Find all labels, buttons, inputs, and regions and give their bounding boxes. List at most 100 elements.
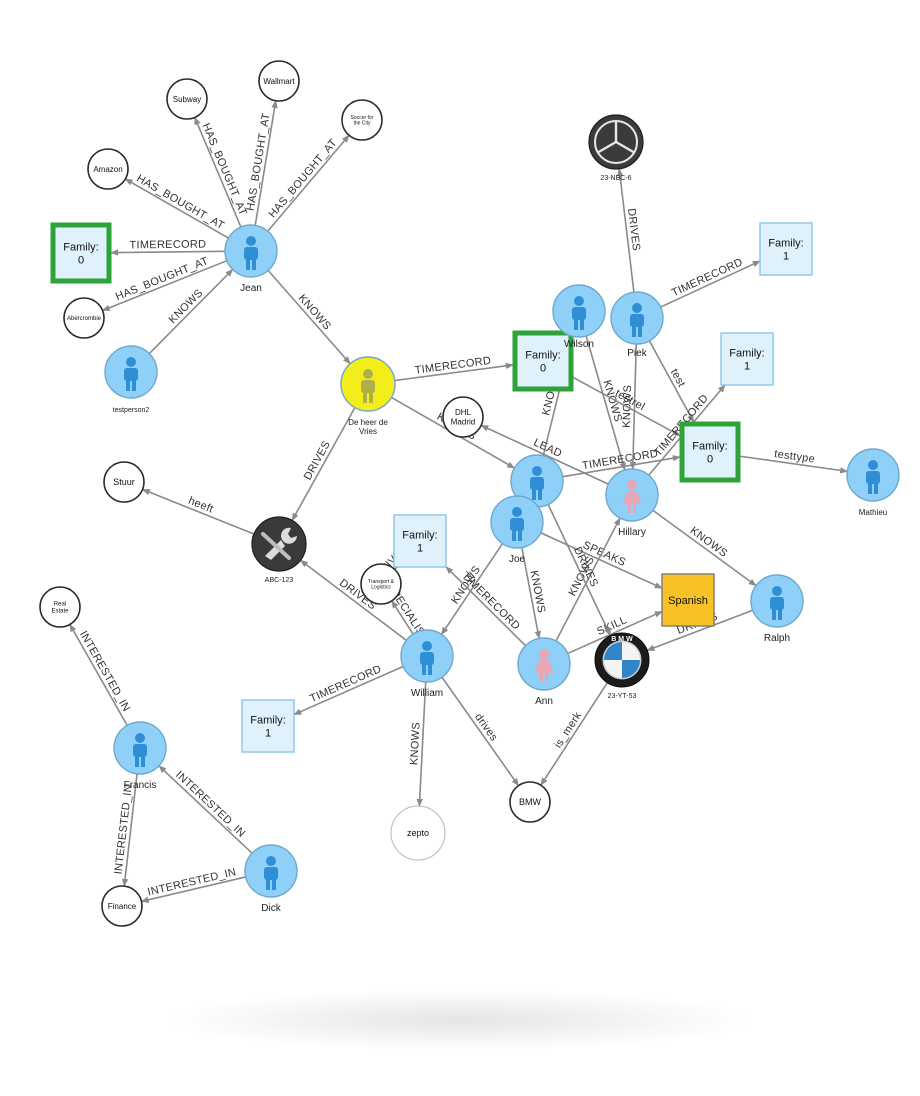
edge-dick-francis[interactable]: INTERESTED_IN <box>158 765 253 854</box>
node-label: Piek <box>627 348 647 359</box>
edge-william-fam_w[interactable]: TIMERECORD <box>293 663 404 716</box>
node-fam_r[interactable]: Family:1 <box>720 332 774 386</box>
edge-dick-finance[interactable]: INTERESTED_IN <box>140 866 246 903</box>
node-walmart[interactable]: Wallmart <box>258 60 300 102</box>
node-peugeot[interactable]: ABC-123 <box>251 516 307 584</box>
node-text: BMW <box>519 797 542 807</box>
node-label: Ralph <box>764 633 790 644</box>
family-box <box>720 332 774 386</box>
edge-label: KNOWS <box>408 722 422 766</box>
place-circle <box>509 781 551 823</box>
node-text: Family:1 <box>768 237 803 262</box>
node-fam_w[interactable]: Family:1 <box>241 699 295 753</box>
node-hillary[interactable]: Hillary <box>605 468 659 538</box>
node-text: Family:0 <box>692 440 727 465</box>
edge-jean-deheer[interactable]: KNOWS <box>267 269 351 365</box>
node-mathieu[interactable]: Mathieu <box>846 448 900 517</box>
node-fam_jean[interactable]: Family:0 <box>50 222 112 284</box>
edge-joe-spanish[interactable]: SPEAKS <box>540 532 663 589</box>
node-label: Hillary <box>618 527 646 538</box>
node-fam_c[interactable]: Family:0 <box>679 421 741 483</box>
node-finance[interactable]: Finance <box>101 885 143 927</box>
node-bmwcar[interactable]: B M W23-YT-53 <box>594 632 650 700</box>
edge-label: INTERESTED_IN <box>77 629 132 714</box>
edge-piek-fam_tr[interactable]: TIMERECORD <box>660 256 761 308</box>
edge-label: TIMERECORD <box>129 239 206 252</box>
edge-jean-amazon[interactable]: HAS_BOUGHT_AT <box>124 173 229 239</box>
bmw-logo-icon: B M W <box>594 632 650 688</box>
edge-francis-realestate[interactable]: INTERESTED_IN <box>69 623 132 726</box>
edge-jean-abercrombie[interactable]: HAS_BOUGHT_AT <box>101 255 228 312</box>
node-transport[interactable]: Transport &Logistics <box>360 563 402 605</box>
node-fam_mid[interactable]: Family:0 <box>512 330 574 392</box>
place-circle <box>63 297 105 339</box>
node-abercrombie[interactable]: Abercrombie <box>63 297 105 339</box>
node-text: Amazon <box>93 165 122 174</box>
edge-peugeot-stuur[interactable]: heeft <box>141 488 255 535</box>
family-box-highlighted <box>679 421 741 483</box>
node-fam_left[interactable]: Family:1 <box>393 514 447 568</box>
node-zepto[interactable]: zepto <box>390 805 446 861</box>
person-icon <box>530 466 544 500</box>
edge-deheer-peugeot[interactable]: DRIVES <box>291 407 356 522</box>
node-spanish[interactable]: Spanish <box>661 573 715 627</box>
node-amazon[interactable]: Amazon <box>87 148 129 190</box>
node-wilson[interactable]: Wilson <box>552 284 606 350</box>
female-person-icon <box>535 649 553 682</box>
place-circle <box>258 60 300 102</box>
edge-label: KNOWS <box>688 525 730 560</box>
node-label: Joe <box>509 554 526 565</box>
node-joe[interactable]: Joe <box>490 495 544 565</box>
node-stuur[interactable]: Stuur <box>103 461 145 503</box>
node-label: Ann <box>535 696 553 707</box>
node-text: Family:0 <box>525 349 560 374</box>
place-circle <box>101 885 143 927</box>
ground-shadow <box>170 990 750 1050</box>
edge-label: HAS_BOUGHT_AT <box>200 122 249 218</box>
node-text: Family:1 <box>250 714 285 739</box>
edge-jean-fam_jean[interactable]: TIMERECORD <box>110 239 226 256</box>
place-circle <box>166 78 208 120</box>
family-box-highlighted <box>512 330 574 392</box>
node-jean[interactable]: Jean <box>224 224 278 294</box>
edge-label: INTERESTED_IN <box>173 769 247 840</box>
edge-william-bmw[interactable]: drives <box>441 676 520 787</box>
node-label: ABC-123 <box>265 577 294 584</box>
node-text: Abercrombie <box>67 316 102 322</box>
node-william[interactable]: William <box>400 629 454 699</box>
person-icon <box>770 586 784 620</box>
node-ann[interactable]: Ann <box>517 637 571 707</box>
person-icon <box>244 236 258 270</box>
node-bmw[interactable]: BMW <box>509 781 551 823</box>
node-ralph[interactable]: Ralph <box>750 574 804 644</box>
edge-label: KNOWS <box>167 287 206 326</box>
node-testperson2[interactable]: testperson2 <box>104 345 158 414</box>
edge-piek-fam_c[interactable]: test <box>648 340 695 423</box>
node-text: Family:1 <box>402 529 437 554</box>
place-circle <box>87 148 129 190</box>
edge-jean-soccer[interactable]: HAS_BOUGHT_AT <box>266 134 350 232</box>
family-box <box>393 514 447 568</box>
edge-person_n-bmwcar[interactable]: DRIVES <box>547 504 612 637</box>
edge-label: HAS_BOUGHT_AT <box>245 112 273 212</box>
node-fam_tr[interactable]: Family:1 <box>759 222 813 276</box>
node-piek[interactable]: Piek <box>610 291 664 359</box>
node-dick[interactable]: Dick <box>244 844 298 914</box>
place-circle <box>442 396 484 438</box>
node-francis[interactable]: Francis <box>113 721 167 791</box>
node-text: Family:0 <box>63 241 98 266</box>
node-subway[interactable]: Subway <box>166 78 208 120</box>
node-benz[interactable]: 23-NBC-6 <box>588 114 644 182</box>
edge-joe-ann[interactable]: KNOWS <box>521 547 547 640</box>
edge-william-zepto[interactable]: KNOWS <box>408 681 427 807</box>
edge-piek-benz[interactable]: DRIVES <box>616 168 642 293</box>
edge-fam_c-mathieu[interactable]: testtype <box>739 448 849 474</box>
edge-deheer-fam_mid[interactable]: TIMERECORD <box>394 355 514 382</box>
